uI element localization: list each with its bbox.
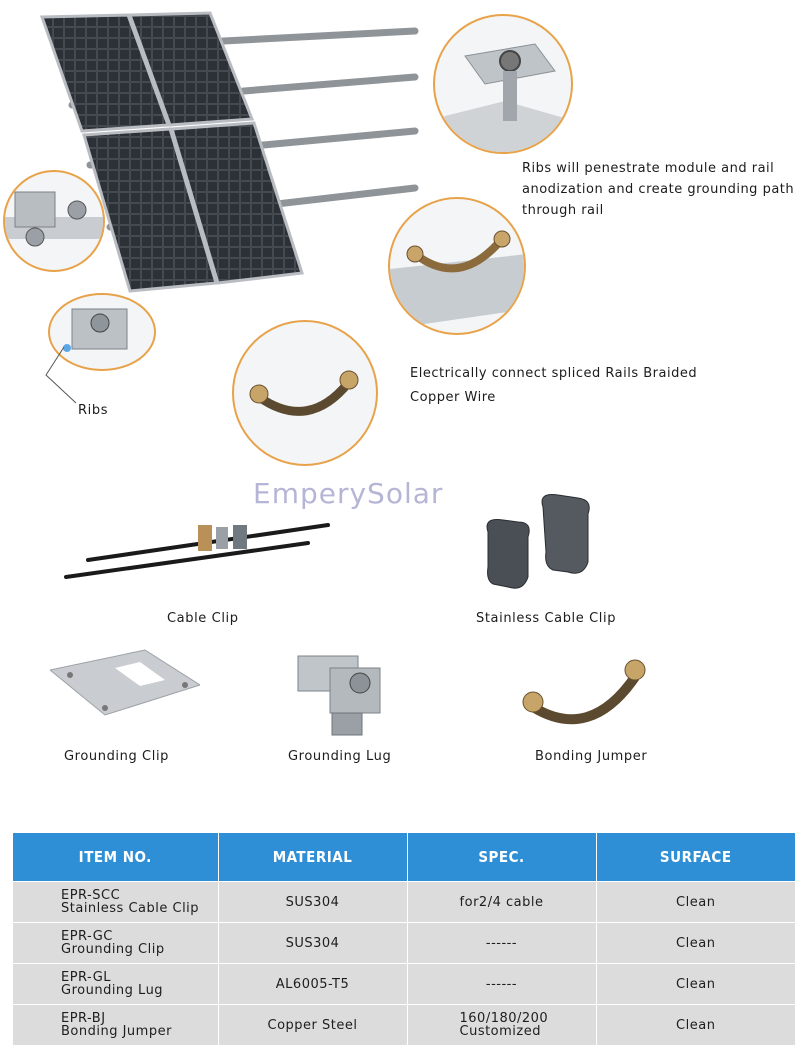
- electrically-connect-note: Electrically connect spliced Rails Braid…: [410, 362, 697, 410]
- end-clamp-detail-circle: [3, 170, 105, 272]
- mid-clamp-illustration: [435, 16, 573, 154]
- bonding-jumper-image: [515, 652, 665, 737]
- cable-clip-image: [58, 515, 358, 585]
- header-material: MATERIAL: [218, 833, 407, 882]
- material-cell: Copper Steel: [218, 1005, 407, 1045]
- rail-jumper-illustration: [390, 199, 526, 335]
- table-header-row: ITEM NO. MATERIAL SPEC. SURFACE: [13, 833, 795, 882]
- cable-clip-label: Cable Clip: [167, 611, 239, 626]
- braided-wire-circle: [232, 320, 378, 466]
- header-surface: SURFACE: [596, 833, 795, 882]
- spec-cell: ------: [407, 964, 596, 1005]
- mid-clamp-detail-circle: [433, 14, 573, 154]
- bonding-jumper-label: Bonding Jumper: [535, 749, 647, 764]
- surface-cell: Clean: [596, 882, 795, 923]
- material-cell: AL6005-T5: [218, 964, 407, 1005]
- bonding-jumper-rail-circle: [388, 197, 526, 335]
- stainless-cable-clip-label: Stainless Cable Clip: [476, 611, 616, 626]
- grounding-clip-image: [50, 640, 200, 730]
- grounding-lug-label: Grounding Lug: [288, 749, 391, 764]
- surface-cell: Clean: [596, 964, 795, 1005]
- surface-cell: Clean: [596, 1005, 795, 1045]
- grounding-lug-image: [290, 648, 400, 743]
- header-item-no: ITEM NO.: [13, 833, 218, 882]
- watermark: EmperySolar: [253, 477, 443, 510]
- ribs-pointer-line: [40, 345, 80, 405]
- surface-cell: Clean: [596, 923, 795, 964]
- grounding-clip-label: Grounding Clip: [64, 749, 169, 764]
- material-cell: SUS304: [218, 882, 407, 923]
- spec-cell: ------: [407, 923, 596, 964]
- ribs-penetrate-note: Ribs will penestrate module and rail ano…: [522, 158, 794, 221]
- header-spec: SPEC.: [407, 833, 596, 882]
- ribs-label: Ribs: [78, 403, 108, 418]
- spec-cell: for2/4 cable: [407, 882, 596, 923]
- material-cell: SUS304: [218, 923, 407, 964]
- braided-wire-illustration: [234, 322, 378, 466]
- stainless-cable-clip-image: [478, 492, 608, 597]
- end-clamp-illustration: [5, 172, 105, 272]
